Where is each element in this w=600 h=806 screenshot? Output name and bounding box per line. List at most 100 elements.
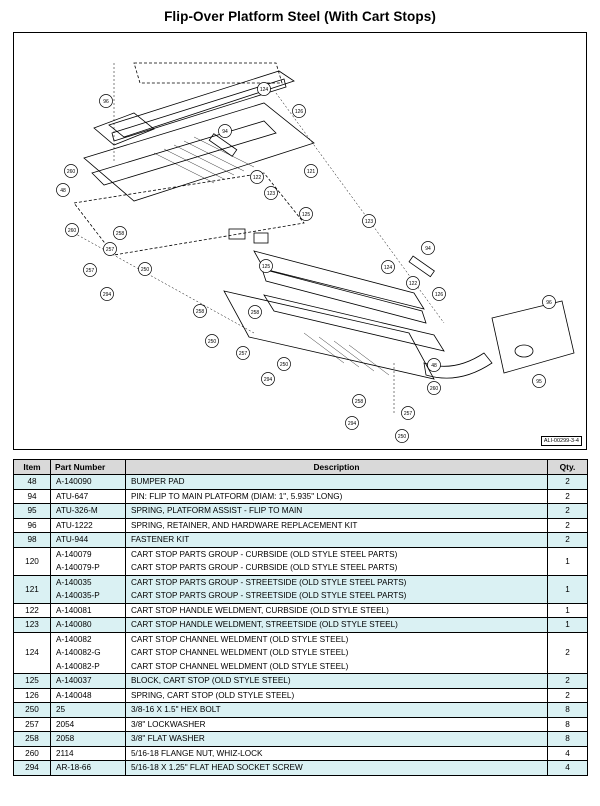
part-number: 25	[56, 705, 66, 714]
upper-spring-bracket	[93, 112, 155, 146]
cell-description: SPRING, RETAINER, AND HARDWARE REPLACEME…	[125, 517, 548, 533]
part-number: ATU-1222	[56, 520, 93, 530]
cell-part-number: 2114	[50, 745, 126, 761]
callout: 257	[401, 406, 415, 420]
exploded-view-diagram: 124 126 96 94 121 260 48 122 123 125 260…	[13, 32, 587, 450]
right-spring-bracket	[491, 300, 575, 374]
cell-qty: 8	[547, 731, 588, 747]
description: 3/8-16 X 1.5" HEX BOLT	[131, 705, 221, 714]
callout-label: 257	[404, 411, 413, 417]
cell-item: 120	[13, 546, 51, 576]
callout: 250	[138, 262, 152, 276]
callout-label: 125	[302, 212, 311, 218]
cell-item: 260	[13, 745, 51, 761]
callout: 94	[421, 241, 435, 255]
callout-label: 94	[425, 246, 431, 252]
cell-qty: 2	[547, 517, 588, 533]
part-number: 2114	[56, 748, 74, 758]
header-qty: Qty.	[547, 459, 588, 475]
upper-flip-platform	[83, 102, 315, 202]
callout: 95	[532, 374, 546, 388]
callout: 258	[193, 304, 207, 318]
callout-label: 250	[208, 339, 217, 345]
callout-label: 121	[307, 169, 316, 175]
callout-label: 126	[435, 292, 444, 298]
callout-label: 125	[262, 264, 271, 270]
callout-label: 123	[365, 219, 374, 225]
part-number: AR-18-66	[56, 763, 92, 772]
cell-qty: 2	[547, 687, 588, 703]
description: 5/16-18 X 1.25" FLAT HEAD SOCKET SCREW	[131, 763, 303, 772]
cell-item: 98	[13, 532, 51, 548]
cell-item: 95	[13, 503, 51, 519]
right-spring	[514, 344, 534, 358]
cell-qty: 1	[547, 574, 588, 604]
callout: 294	[345, 416, 359, 430]
callout: 121	[304, 164, 318, 178]
cell-part-number: A-140090	[50, 474, 126, 490]
part-number: ATU-944	[56, 535, 89, 544]
part-number: A-140079	[56, 549, 92, 559]
description: BUMPER PAD	[131, 477, 185, 486]
cell-qty: 8	[547, 702, 588, 718]
callout: 250	[277, 357, 291, 371]
page-title: Flip-Over Platform Steel (With Cart Stop…	[164, 9, 436, 24]
cell-item: 122	[13, 602, 51, 618]
cell-description: CART STOP HANDLE WELDMENT, STREETSIDE (O…	[125, 617, 548, 633]
part-number: A-140035	[56, 577, 92, 587]
description: CART STOP CHANNEL WELDMENT (OLD STYLE ST…	[131, 634, 349, 644]
part-number: 2058	[56, 734, 75, 743]
callout-label: 258	[355, 399, 364, 405]
callout-label: 124	[260, 87, 269, 93]
cell-item: 124	[13, 631, 51, 674]
callout-label: 257	[239, 351, 248, 357]
part-number: A-140079-P	[56, 563, 100, 572]
lower-pin	[408, 255, 435, 278]
callout-label: 260	[430, 386, 439, 392]
callout: 123	[362, 214, 376, 228]
upper-cart-stop-channel	[108, 70, 295, 138]
table-row: 96 ATU-1222 SPRING, RETAINER, AND HARDWARE…	[13, 517, 588, 533]
diagram-code: ALI-00299-3-4	[540, 436, 582, 446]
callout: 260	[64, 164, 78, 178]
callout: 122	[406, 276, 420, 290]
callout: 94	[218, 124, 232, 138]
cell-part-number: AR-18-66	[50, 760, 126, 776]
callout-label: 257	[106, 247, 115, 253]
table-header-row: Item Part Number Description Qty.	[13, 459, 588, 475]
description: CART STOP HANDLE WELDMENT, STREETSIDE (O…	[131, 620, 398, 629]
description: 5/16-18 FLANGE NUT, WHIZ-LOCK	[131, 748, 263, 758]
description: CART STOP PARTS GROUP - STREETSIDE (OLD …	[131, 577, 407, 587]
cell-part-number: ATU-944	[50, 532, 126, 548]
callout: 258	[248, 305, 262, 319]
header-item: Item	[13, 459, 51, 475]
cell-qty: 8	[547, 716, 588, 732]
description: SPRING, PLATFORM ASSIST - FLIP TO MAIN	[131, 506, 303, 515]
cell-part-number: ATU-326-M	[50, 503, 126, 519]
description: CART STOP PARTS GROUP - STREETSIDE (OLD …	[131, 591, 407, 600]
callout: 257	[103, 242, 117, 256]
cell-item: 96	[13, 517, 51, 533]
callout-label: 258	[196, 309, 205, 315]
description: CART STOP CHANNEL WELDMENT (OLD STYLE ST…	[131, 648, 349, 657]
part-number: A-140082	[56, 634, 92, 644]
callout-label: 294	[264, 377, 273, 383]
cell-item: 94	[13, 488, 51, 504]
cell-description: CART STOP HANDLE WELDMENT, CURBSIDE (OLD…	[125, 602, 548, 618]
callout: 124	[381, 260, 395, 274]
cell-item: 257	[13, 716, 51, 732]
cell-qty: 2	[547, 488, 588, 504]
cell-qty: 1	[547, 546, 588, 576]
cell-item: 126	[13, 687, 51, 703]
